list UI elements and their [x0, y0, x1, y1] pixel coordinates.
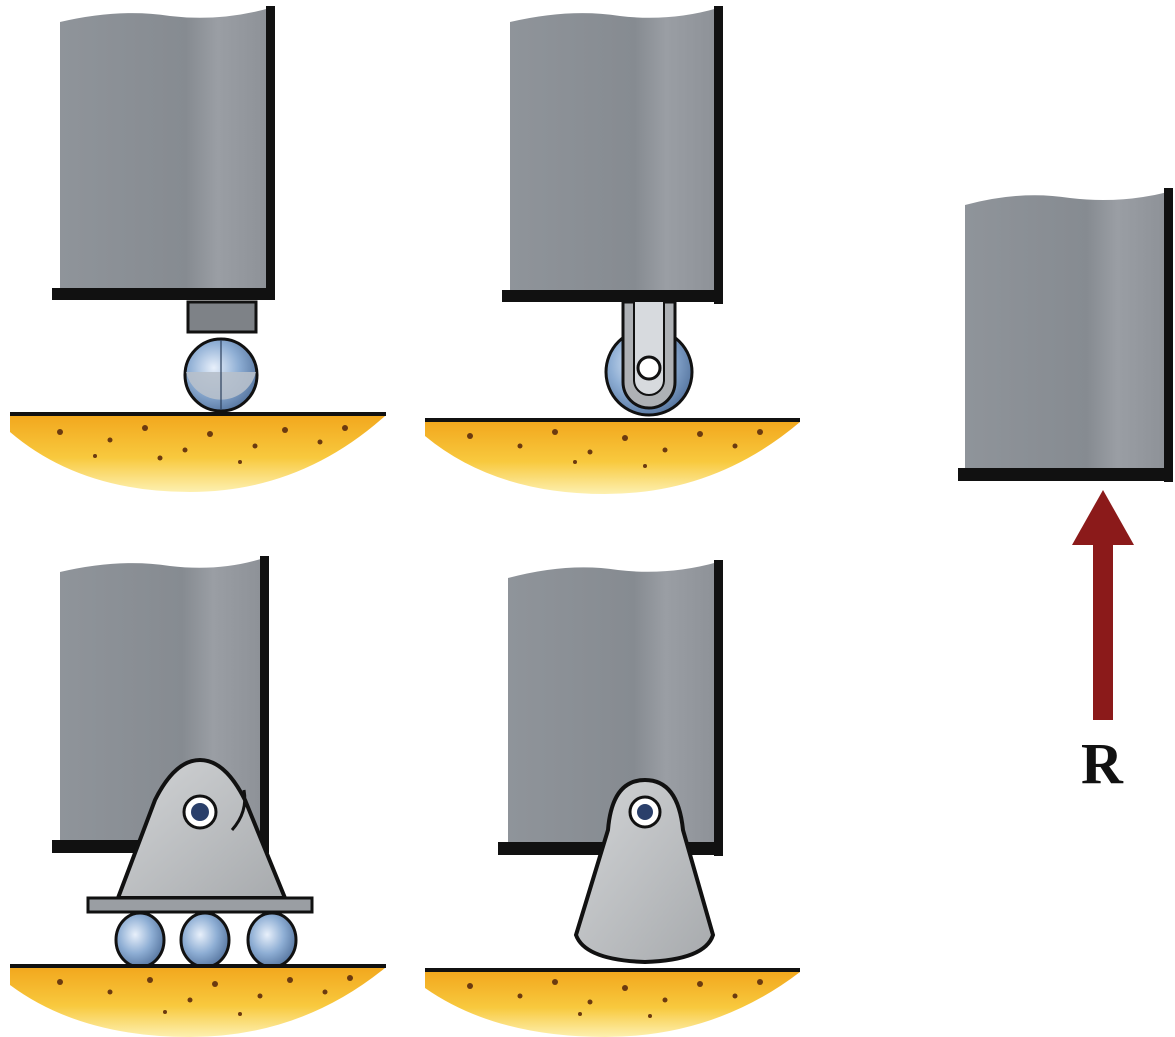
beam-edge-bottom [958, 468, 1173, 481]
reaction-panel [958, 188, 1173, 720]
ground [10, 966, 386, 1037]
support-pad [188, 302, 256, 332]
beam-edge-right [714, 560, 723, 856]
beam-block [60, 8, 270, 290]
beam-edge-right [1164, 188, 1173, 482]
ground [425, 420, 800, 494]
base-plate [88, 898, 312, 912]
reaction-arrow-icon [1072, 490, 1134, 720]
beam-edge-right [260, 556, 269, 852]
reaction-label: R [1062, 735, 1142, 793]
roller-icon [116, 913, 164, 967]
beam-edge-right [714, 6, 723, 304]
ball-icon [185, 339, 257, 411]
beam-edge-bottom [52, 288, 275, 300]
ball-support-panel [10, 6, 386, 492]
roller-icon [248, 913, 296, 967]
roller-support-panel [425, 6, 800, 494]
beam-block [965, 192, 1168, 470]
beam-block [510, 8, 718, 290]
roller-icon [181, 913, 229, 967]
ground [10, 414, 386, 492]
beam-edge-bottom [502, 290, 723, 302]
beam-edge-right [266, 6, 275, 300]
rocker-support-panel [425, 560, 800, 1037]
ground [425, 970, 800, 1037]
roller-icon [606, 302, 692, 415]
multi-roller-support-panel [10, 556, 386, 1037]
